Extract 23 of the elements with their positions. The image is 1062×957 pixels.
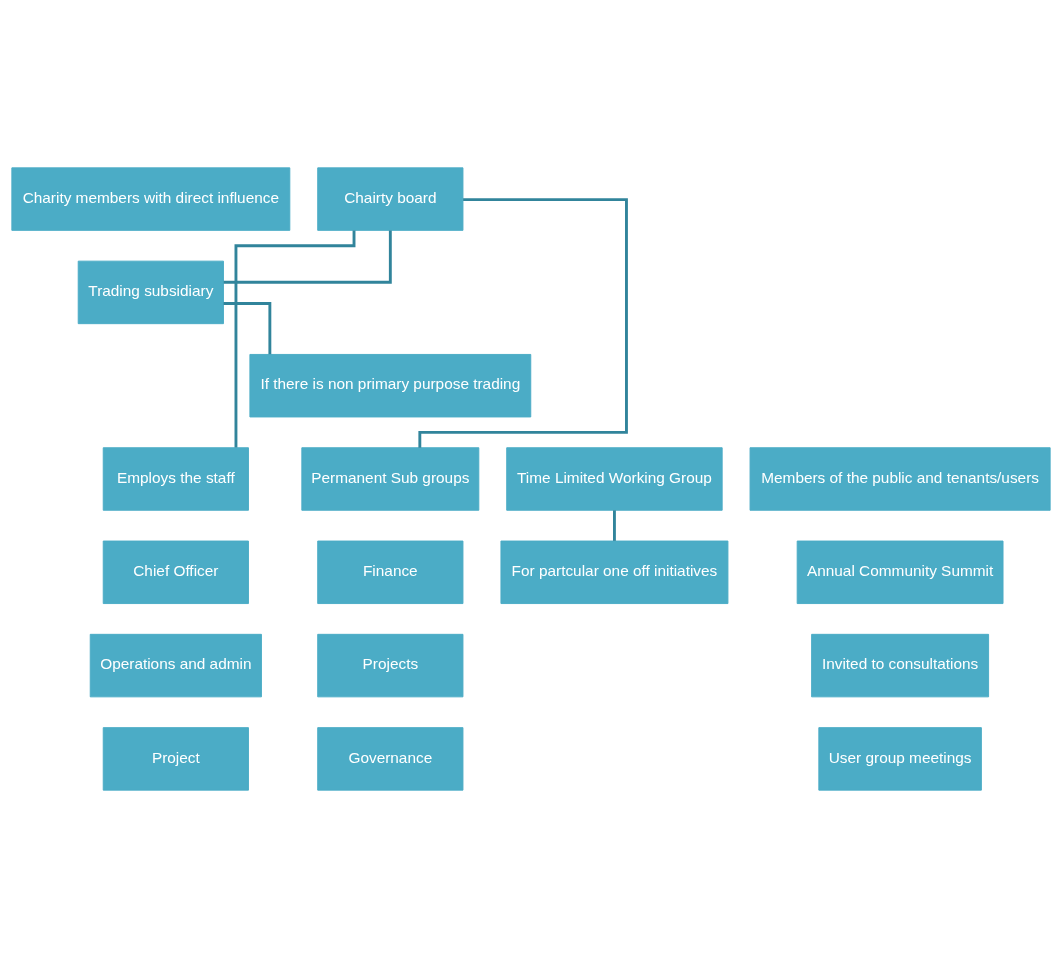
node-box: Charity members with direct influence <box>11 166 291 231</box>
connector <box>613 509 616 541</box>
connector <box>234 230 356 448</box>
node-box: Members of the public and tenants/users <box>749 446 1051 511</box>
node-box: Employs the staff <box>102 446 249 511</box>
node-box: Time Limited Working Group <box>506 446 723 511</box>
node-box: Trading subsidiary <box>77 260 224 324</box>
node-box: Annual Community Summit <box>796 540 1004 604</box>
connector <box>223 301 272 354</box>
node-box: Chief Officer <box>102 540 249 604</box>
node-box: Project <box>102 726 249 791</box>
node-box: Invited to consultations <box>811 633 990 697</box>
node-box: Projects <box>317 633 464 697</box>
node-box: Operations and admin <box>89 633 262 697</box>
connector <box>418 197 628 448</box>
node-box: For partcular one off initiatives <box>500 540 729 604</box>
node-box: User group meetings <box>818 726 982 791</box>
node-box: Finance <box>317 540 464 604</box>
node-box: If there is non primary purpose trading <box>249 353 532 417</box>
connector <box>223 230 392 284</box>
node-box: Governance <box>317 726 464 791</box>
node-box: Chairty board <box>317 166 464 231</box>
node-box: Permanent Sub groups <box>301 446 480 511</box>
